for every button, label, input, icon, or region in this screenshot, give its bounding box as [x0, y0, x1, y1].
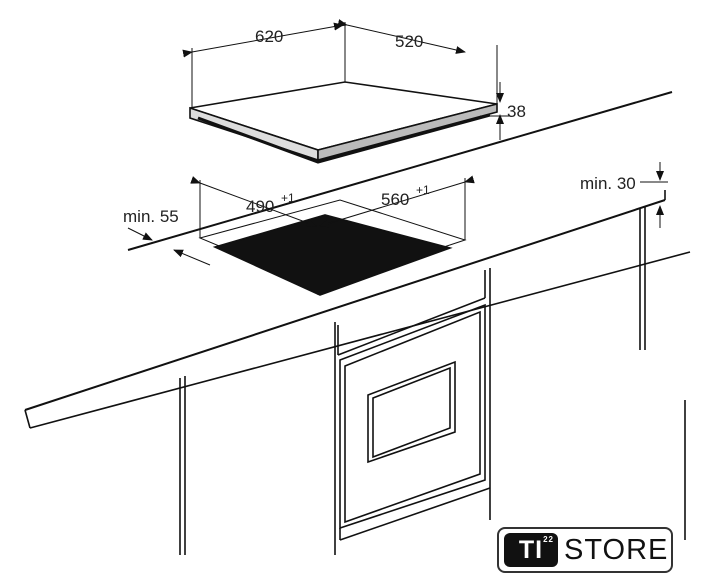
- hob-height-label: 38: [507, 102, 526, 121]
- cabinet: [179, 206, 686, 555]
- cutout: [127, 175, 475, 296]
- min-front-distance-label: min. 55: [123, 207, 179, 226]
- cutout-depth-label: 490: [246, 197, 274, 216]
- oven: [339, 303, 491, 541]
- logo-badge-text: TI: [518, 535, 544, 564]
- logo-badge-sup: 22: [543, 535, 554, 544]
- store-logo: TI 22 STORE: [497, 527, 673, 573]
- cutout-width-tolerance: +1: [416, 183, 430, 197]
- hob-depth-label: 520: [395, 32, 423, 51]
- min-clearance-label: min. 30: [580, 174, 636, 193]
- hob-illustration: [182, 19, 510, 164]
- hob-width-label: 620: [255, 27, 283, 46]
- logo-badge: TI 22: [504, 533, 558, 567]
- cutout-width-label: 560: [381, 190, 409, 209]
- cutout-depth-tolerance: +1: [281, 191, 295, 205]
- logo-word: STORE: [564, 533, 669, 566]
